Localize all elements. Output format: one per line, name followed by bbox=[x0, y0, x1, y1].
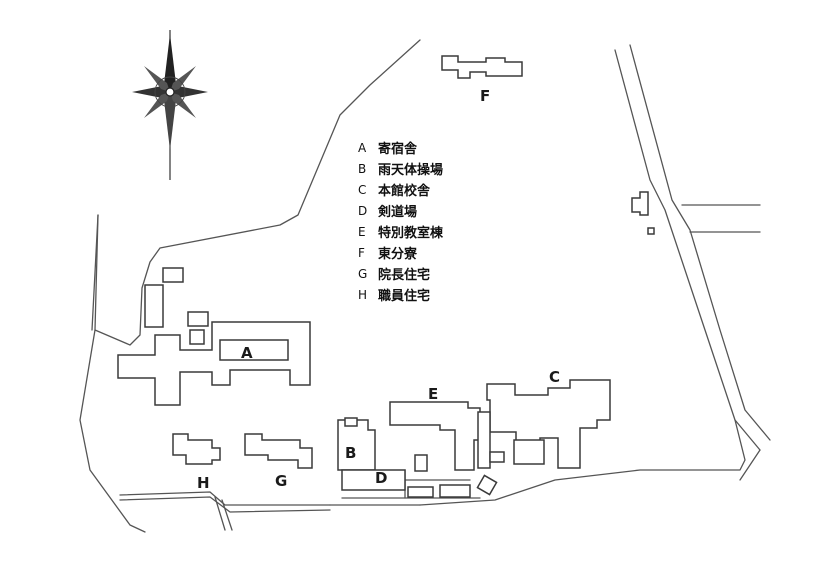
legend-item-A: A 寄宿舎 bbox=[358, 137, 443, 158]
building-C[interactable]: C bbox=[477, 368, 611, 469]
legend-item-H: H 職員住宅 bbox=[358, 284, 443, 305]
building-label-H: H bbox=[197, 474, 210, 492]
legend-item-E: E 特別教室棟 bbox=[358, 221, 443, 242]
building-label-C: C bbox=[549, 368, 560, 386]
legend-item-G: G 院長住宅 bbox=[358, 263, 443, 284]
building-label-F: F bbox=[480, 87, 490, 105]
legend-key: G bbox=[358, 266, 368, 281]
legend-key: F bbox=[358, 245, 365, 260]
building-gatehouse bbox=[631, 191, 655, 235]
legend-name: 特別教室棟 bbox=[378, 226, 444, 241]
legend-key: E bbox=[358, 224, 366, 239]
legend-name: 院長住宅 bbox=[378, 268, 431, 283]
building-label-B: B bbox=[345, 444, 356, 462]
legend-item-B: B 雨天体操場 bbox=[358, 158, 443, 179]
building-E[interactable]: E bbox=[389, 385, 481, 472]
legend-name: 剣道場 bbox=[378, 205, 418, 220]
legend-key: D bbox=[358, 203, 368, 218]
map-legend: A 寄宿舎 B 雨天体操場 C 本館校舎 D 剣道場 E 特別教室棟 F 東分寮… bbox=[358, 137, 443, 305]
compass-rose-icon bbox=[132, 30, 208, 180]
building-H[interactable]: H bbox=[172, 433, 221, 492]
building-label-A: A bbox=[241, 344, 253, 362]
legend-item-D: D 剣道場 bbox=[358, 200, 443, 221]
building-label-G: G bbox=[275, 472, 287, 490]
building-A[interactable]: A bbox=[117, 267, 311, 406]
building-G[interactable]: G bbox=[244, 433, 313, 490]
building-label-E: E bbox=[428, 385, 438, 403]
legend-key: H bbox=[358, 287, 368, 302]
building-D[interactable]: D bbox=[341, 469, 498, 498]
legend-name: 寄宿舎 bbox=[378, 142, 418, 157]
legend-name: 東分寮 bbox=[378, 247, 418, 262]
legend-key: C bbox=[358, 182, 367, 197]
legend-name: 職員住宅 bbox=[378, 289, 431, 304]
building-label-D: D bbox=[375, 469, 387, 487]
legend-item-C: C 本館校舎 bbox=[358, 179, 443, 200]
legend-key: B bbox=[358, 161, 367, 176]
legend-key: A bbox=[358, 140, 367, 155]
building-B[interactable]: B bbox=[337, 417, 376, 471]
legend-item-F: F 東分寮 bbox=[358, 242, 443, 263]
site-boundary bbox=[79, 39, 771, 533]
building-F[interactable]: F bbox=[441, 55, 523, 105]
legend-name: 本館校舎 bbox=[378, 184, 431, 199]
legend-name: 雨天体操場 bbox=[378, 163, 444, 178]
